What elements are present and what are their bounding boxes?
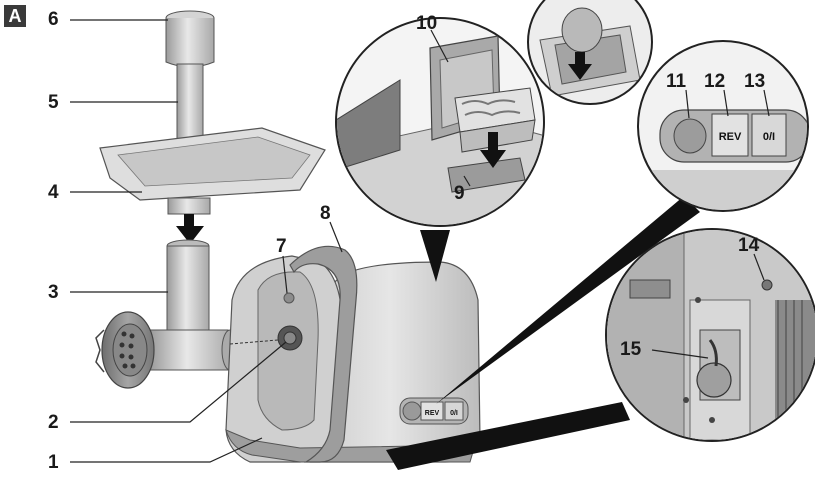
part-label-9: 9 (454, 183, 465, 204)
part-label-3: 3 (48, 282, 59, 303)
callout-storage-compartment (335, 17, 545, 282)
leader-lines (70, 19, 770, 463)
appliance-body (225, 245, 481, 463)
callout-control-panel (436, 40, 809, 404)
part-label-11: 11 (666, 71, 687, 92)
part-label-13: 13 (744, 71, 766, 92)
part-label-8: 8 (320, 203, 331, 224)
part-label-7: 7 (276, 236, 287, 257)
part-label-15: 15 (620, 339, 642, 360)
callout-cord-storage (386, 228, 815, 470)
part-label-1: 1 (48, 452, 59, 473)
figure-badge: A (4, 5, 26, 27)
part-5-pusher-stem (176, 63, 204, 143)
part-3-grinder-tube (95, 239, 239, 389)
part-6-pusher-cap (165, 10, 215, 68)
part-label-4: 4 (48, 182, 59, 203)
rev-button: REV (719, 131, 742, 143)
onoff-button: 0/I (763, 131, 775, 143)
part-label-14: 14 (738, 235, 760, 256)
part-label-12: 12 (704, 71, 726, 92)
callout-lid-detail (527, 0, 653, 105)
part-label-2: 2 (48, 412, 59, 433)
part-4-tray (99, 127, 326, 215)
arrow-tray-down (176, 214, 204, 244)
part-label-5: 5 (48, 92, 59, 113)
onoff-button-small: 0/I (450, 410, 458, 417)
part-label-6: 6 (48, 9, 59, 30)
part-label-10: 10 (416, 13, 438, 34)
rev-button-small: REV (425, 410, 440, 417)
